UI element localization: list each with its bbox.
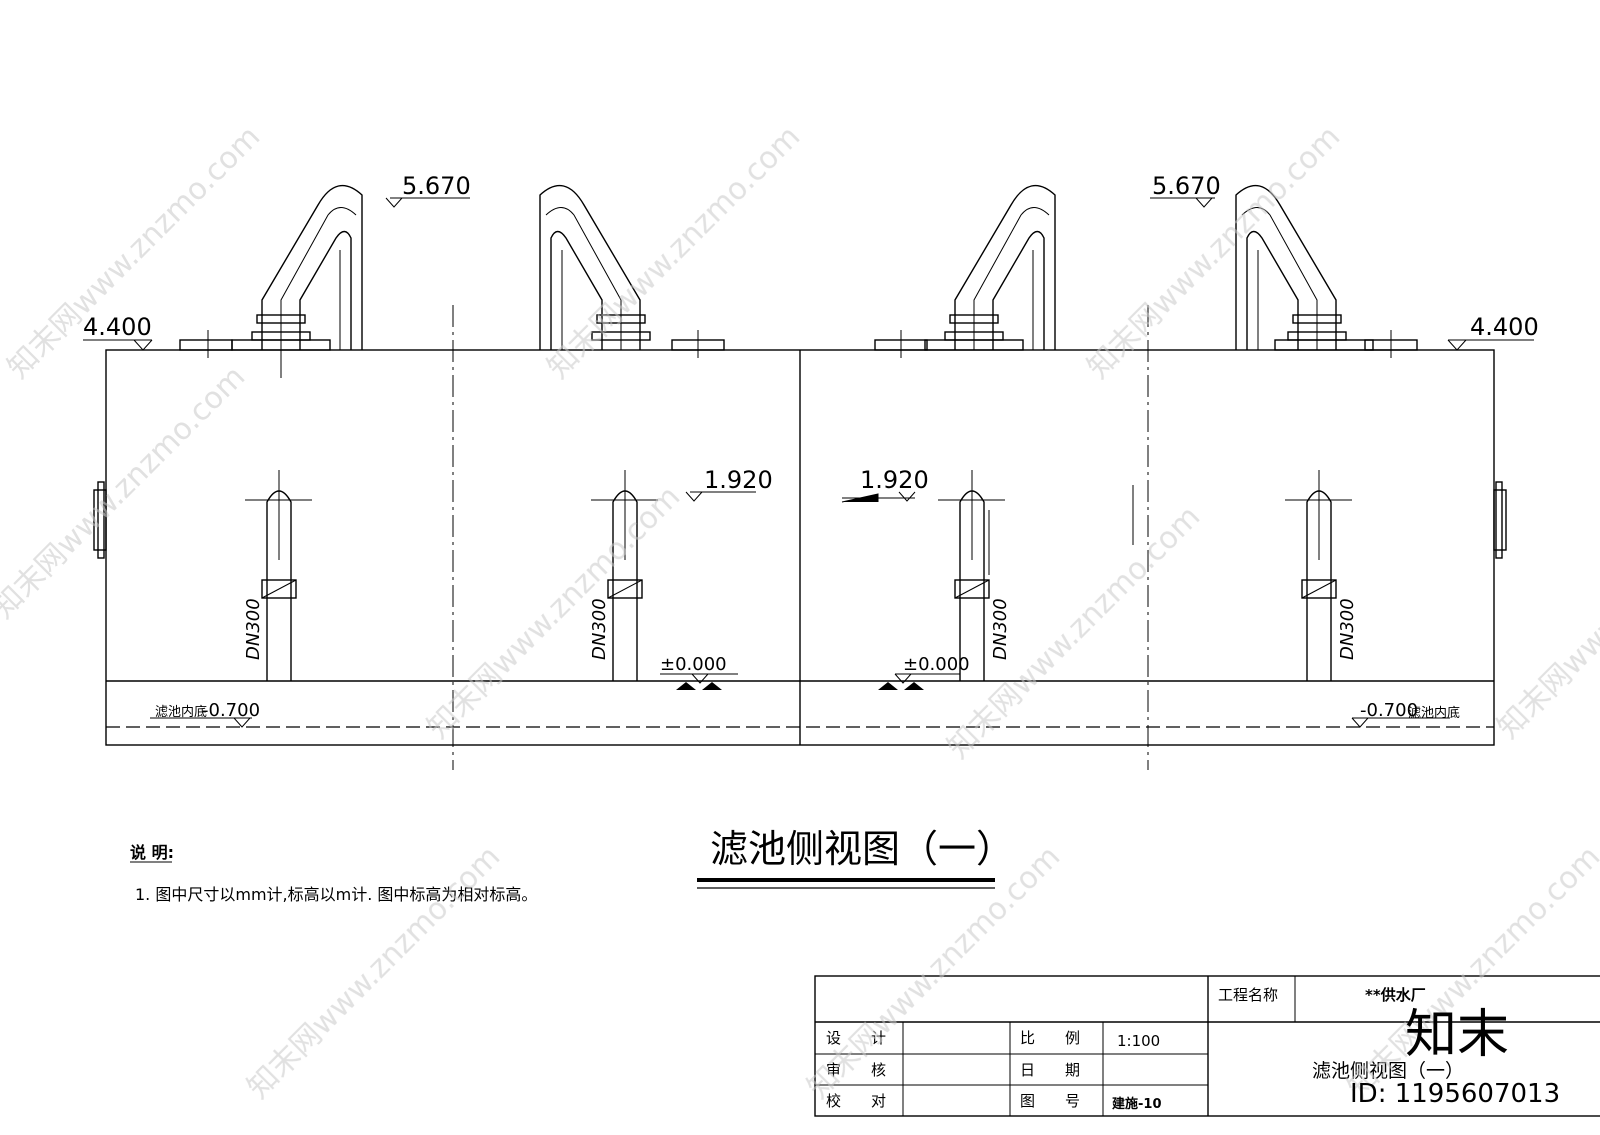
svg-text:知末网www.znzmo.com: 知末网www.znzmo.com [0, 359, 252, 625]
left-side-flange [93, 481, 107, 559]
svg-text:知末网www.znzmo.com: 知末网www.znzmo.com [541, 119, 807, 385]
svg-text:校 对: 校 对 [826, 1092, 886, 1110]
svg-text:±0.000: ±0.000 [660, 654, 727, 675]
svg-text:滤池内底: 滤池内底 [1408, 705, 1460, 721]
svg-text:滤池侧视图（一）: 滤池侧视图（一） [1312, 1060, 1464, 1082]
svg-text:说 明:: 说 明: [130, 843, 174, 862]
svg-text:知末网www.znzmo.com: 知末网www.znzmo.com [421, 479, 687, 745]
svg-text:4.400: 4.400 [83, 313, 152, 341]
svg-text:滤池内底: 滤池内底 [155, 704, 207, 720]
elev-marker-1920-b: 1.920 [841, 466, 929, 503]
svg-text:**供水厂: **供水厂 [1365, 986, 1426, 1004]
svg-text:1.920: 1.920 [860, 466, 929, 494]
svg-text:知末网www.znzmo.com: 知末网www.znzmo.com [941, 499, 1207, 765]
dn300-label-4: DN300 [1337, 598, 1358, 660]
svg-text:知末网www.znzmo.com: 知末网www.znzmo.com [241, 839, 507, 1105]
svg-text:1:100: 1:100 [1117, 1032, 1160, 1050]
drawing-title: 滤池侧视图（一） [697, 827, 1014, 889]
svg-text:图 号: 图 号 [1020, 1092, 1080, 1110]
svg-text:知末网www.znzmo.com: 知末网www.znzmo.com [1, 119, 267, 385]
notes-section: 说 明: 1. 图中尺寸以mm计,标高以m计. 图中标高为相对标高。 [130, 843, 537, 904]
dn300-label-2: DN300 [589, 598, 610, 660]
top-pipe-3 [924, 184, 1056, 351]
svg-text:-0.700: -0.700 [202, 700, 260, 721]
top-pipe-1 [231, 184, 363, 378]
svg-text:5.670: 5.670 [402, 172, 471, 200]
dn300-label-1: DN300 [243, 598, 264, 660]
elev-marker-5670-right: 5.670 [1150, 172, 1221, 208]
elev-marker-bottom-left: 滤池内底 -0.700 [150, 700, 260, 728]
svg-text:-0.700: -0.700 [1360, 700, 1418, 721]
top-pipe-2 [539, 184, 651, 350]
svg-text:1. 图中尺寸以mm计,标高以m计. 图中标高为相对标高。: 1. 图中尺寸以mm计,标高以m计. 图中标高为相对标高。 [135, 885, 537, 904]
inner-pipe-1 [245, 470, 312, 681]
elev-marker-4400-right: 4.400 [1447, 313, 1539, 351]
elev-marker-5670-left: 5.670 [385, 172, 471, 208]
svg-text:1.920: 1.920 [704, 466, 773, 494]
tank-body [105, 305, 1495, 770]
watermark-id: ID: 1195607013 [1350, 1079, 1560, 1109]
elev-marker-4400-left: 4.400 [83, 313, 153, 351]
svg-text:知末网www.znzmo.com: 知末网www.znzmo.com [1341, 839, 1600, 1105]
svg-text:4.400: 4.400 [1470, 313, 1539, 341]
inner-pipe-3 [938, 470, 1005, 681]
svg-text:审 核: 审 核 [826, 1061, 886, 1079]
title-block: 工程名称 **供水厂 设 计 审 核 校 对 比 例 1:100 日 期 图 号… [814, 975, 1600, 1117]
top-pipe-4 [1235, 184, 1374, 351]
elev-marker-datum-b: ±0.000 [878, 654, 970, 690]
dn300-label-3: DN300 [990, 598, 1011, 660]
elev-marker-bottom-right: -0.700 滤池内底 [1351, 700, 1460, 728]
elev-marker-1920-a: 1.920 [685, 466, 773, 502]
svg-text:比 例: 比 例 [1020, 1029, 1080, 1047]
inner-pipe-4 [1285, 470, 1352, 681]
inner-pipe-2 [591, 470, 658, 681]
svg-text:±0.000: ±0.000 [903, 654, 970, 675]
svg-text:5.670: 5.670 [1152, 172, 1221, 200]
elev-marker-datum-a: ±0.000 [660, 654, 738, 690]
top-nozzles [179, 330, 1418, 358]
svg-text:日 期: 日 期 [1020, 1061, 1080, 1079]
svg-text:工程名称: 工程名称 [1218, 986, 1278, 1004]
right-side-flange [1493, 481, 1507, 559]
svg-text:知末网www.znzmo.com: 知末网www.znzmo.com [1491, 479, 1600, 745]
svg-text:设 计: 设 计 [826, 1029, 886, 1047]
watermark-logo: 知末 [1405, 1005, 1509, 1065]
svg-text:建施-10: 建施-10 [1112, 1096, 1162, 1112]
svg-text:滤池侧视图（一）: 滤池侧视图（一） [710, 827, 1014, 871]
